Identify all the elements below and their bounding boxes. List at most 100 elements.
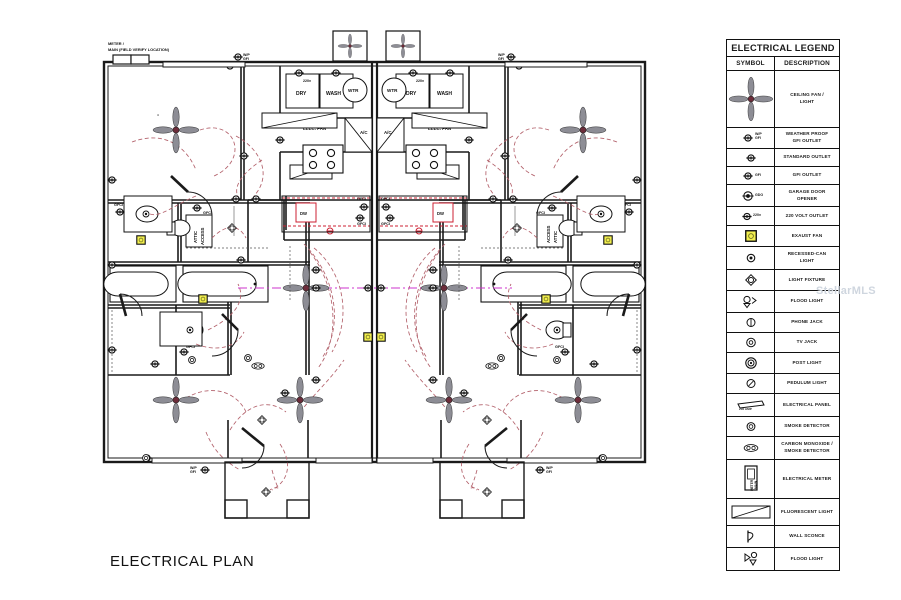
vanity-right [576,195,626,233]
electrical-panel-icon: 200 AMP [727,394,775,416]
legend-title: ELECTRICAL LEGEND [727,40,839,57]
legend-row: 200 AMP ELECTRICAL PANEL [727,394,839,417]
ac-closet-right: A/C [376,117,405,153]
legend-row: EXAUST FAN [727,226,839,247]
ceiling-fan-bed2-right [554,376,602,424]
light-fixtures [142,210,605,497]
svg-text:GFI: GFI [243,57,249,61]
tv-jack-icon [727,333,775,352]
garage-door-opener-icon: GDO [727,185,775,206]
legend-desc: FLUORESCENT LIGHT [780,508,834,514]
electrical-meter-main: METER / MAIN (FIELD VERIFY LOCATION) [108,41,170,65]
legend-desc: WALL SCONCE [789,533,825,539]
legend-desc: 220 VOLT OUTLET [785,212,829,218]
svg-text:W/P: W/P [243,53,250,57]
ac-label-right: A/C [384,130,392,135]
svg-text:GFI: GFI [498,57,504,61]
legend-row: SMOKE DETECTOR [727,417,839,437]
standard-outlet-icon [727,149,775,166]
attic-label-left-2: ACCESS [200,227,205,245]
legend-row: METER MAIN ELECTRICAL METER [727,460,839,499]
svg-text:W/P: W/P [546,466,553,470]
legend-row: 220v 220 VOLT OUTLET [727,207,839,226]
legend-row: TV JACK [727,333,839,353]
exterior-ceiling-fan-left [332,30,368,62]
svg-text:GFI: GFI [190,470,196,474]
smoke-detector-icon [727,417,775,436]
phone-jack-icon [727,313,775,332]
gfci-label-1: GFCI [357,197,366,201]
meter-label-line2: MAIN (FIELD VERIFY LOCATION) [108,47,170,52]
ac-label-left: A/C [360,130,368,135]
gfci-label-5: GFCI [203,211,212,215]
range-right [405,144,447,174]
legend-desc: WEATHER PROOF GFI OUTLET [785,131,829,143]
post-light-icon [727,353,775,373]
legend-row: PEDULUM LIGHT [727,374,839,394]
switch-leg-wiring [131,127,345,491]
page-title: ELECTRICAL PLAN [110,553,255,570]
laundry-appliances-right: WASH DRY 220v WTR [381,69,464,109]
legend-row: PHONE JACK [727,313,839,333]
pendulum-light-icon [727,374,775,393]
electrical-legend: ELECTRICAL LEGEND SYMBOL DESCRIPTION CEI… [726,39,840,571]
ceiling-fan-icon [727,71,775,127]
volt220-label-right: 220v [416,79,424,83]
legend-desc: CARBON MONOXIDE / SMOKE DETECTOR [781,441,833,453]
gfci-label-6: GFCI [536,211,545,215]
gfci-label-4: GFCI [381,222,390,226]
legend-row: FLUORESCENT LIGHT [727,499,839,526]
bathtub-left [177,265,269,303]
exhaust-fan-6 [376,332,386,342]
legend-row: POST LIGHT [727,353,839,374]
washer-label: WASH [326,91,341,97]
ceiling-fan-mid-right [420,264,468,312]
fluorescent-light-icon [727,499,775,525]
legend-symbol-tag: GFI [755,173,761,177]
wp-gfi-top-left: W/P GFI [232,53,250,61]
legend-desc: PHONE JACK [791,319,823,325]
attic-label-right-1: ACCESS [546,225,551,243]
exhaust-fan-3 [603,235,613,245]
smoke-detectors [142,354,607,462]
exhaust-fan-icon [727,226,775,246]
legend-desc: ELECTRICAL PANEL [783,401,831,407]
legend-col-description: DESCRIPTION [784,60,830,67]
legend-desc: GFI OUTLET [792,172,822,178]
svg-text:MAIN: MAIN [754,480,758,489]
legend-row: LIGHT FIXTURE [727,270,839,291]
building-envelope [102,60,647,464]
legend-row: STANDARD OUTLET [727,149,839,167]
legend-desc: RECESSED-CAN LIGHT [787,251,827,263]
attic-access-right: ACCESS ATTIC [536,214,564,248]
legend-desc: ELECTRICAL METER [782,475,832,481]
legend-symbol-tag: 220v [753,213,761,217]
carbon-monoxide-detector-icon [727,437,775,459]
dishwasher-label-right: DW [437,211,444,216]
svg-text:GFI: GFI [546,470,552,474]
gfci-label-8: GFCI [622,203,631,207]
svg-text:W/P: W/P [190,466,197,470]
ac-closet-left: A/C [344,117,373,153]
gfi-outlet-icon: GFI [727,167,775,184]
laundry-appliances-left: DRY WASH 220v WTR [285,69,368,109]
legend-desc: TV JACK [796,339,818,345]
legend-row: CARBON MONOXIDE / SMOKE DETECTOR [727,437,839,460]
attic-label-left-1: ATTIC [193,231,198,243]
legend-desc: EXAUST FAN [791,232,823,238]
legend-row: CEILING FAN / LIGHT [727,71,839,128]
range-left [302,144,344,174]
svg-text:W/P: W/P [498,53,505,57]
legend-desc: PEDULUM LIGHT [787,380,827,386]
legend-desc: STANDARD OUTLET [783,154,831,160]
room-tick-marks [233,206,516,236]
ceiling-fan-living-right [559,106,607,154]
legend-col-symbol: SYMBOL [727,57,775,70]
exhaust-fan-1 [136,235,146,245]
exterior-ceiling-fan-right [385,30,421,62]
legend-symbol-tag: GDO [755,193,764,197]
legend-row: GFI GFI OUTLET [727,167,839,185]
